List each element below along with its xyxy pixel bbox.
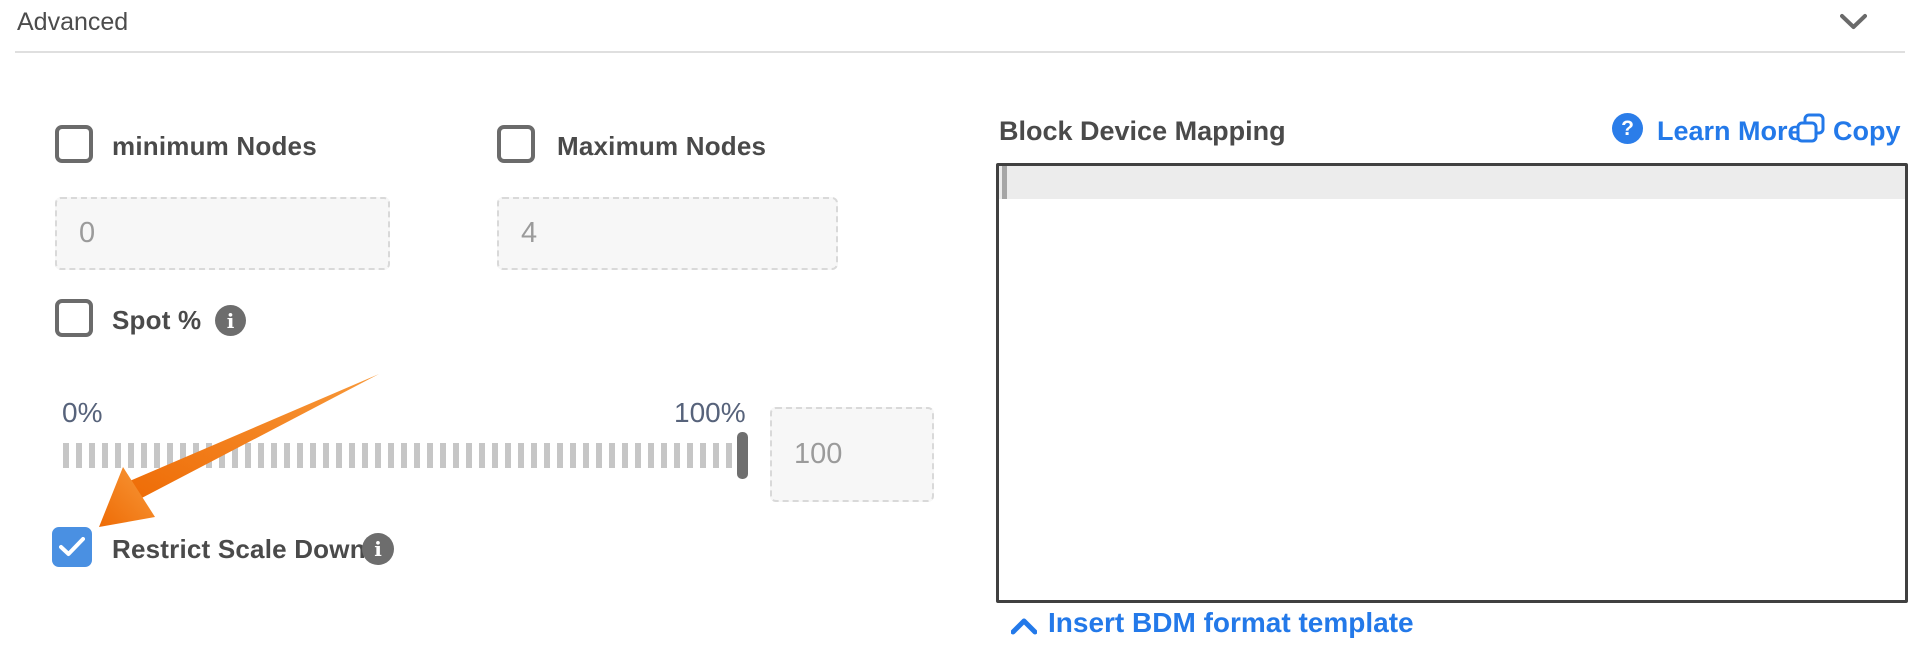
maximum-nodes-label: Maximum Nodes bbox=[557, 131, 767, 161]
chevron-up-icon[interactable] bbox=[1011, 618, 1037, 635]
section-divider bbox=[15, 51, 1905, 53]
editor-cursor bbox=[1002, 166, 1007, 199]
maximum-nodes-checkbox[interactable] bbox=[497, 125, 535, 163]
minimum-nodes-input[interactable] bbox=[55, 197, 390, 270]
bdm-title: Block Device Mapping bbox=[999, 116, 1286, 146]
checkmark-icon bbox=[59, 537, 85, 556]
bdm-editor[interactable] bbox=[996, 163, 1908, 603]
chevron-down-icon[interactable] bbox=[1840, 13, 1867, 31]
minimum-nodes-label: minimum Nodes bbox=[112, 131, 317, 161]
spot-slider-handle[interactable] bbox=[737, 432, 748, 479]
maximum-nodes-input[interactable] bbox=[497, 197, 838, 270]
learn-more-link[interactable]: Learn More bbox=[1657, 116, 1803, 146]
slider-max-label: 100% bbox=[674, 397, 746, 428]
slider-min-label: 0% bbox=[62, 397, 103, 428]
spot-percentage-label: Spot % bbox=[112, 305, 202, 335]
restrict-scale-down-label: Restrict Scale Down bbox=[112, 534, 366, 564]
copy-link[interactable]: Copy bbox=[1833, 116, 1901, 146]
editor-active-line bbox=[999, 166, 1905, 199]
spot-percentage-checkbox[interactable] bbox=[55, 299, 93, 337]
minimum-nodes-checkbox[interactable] bbox=[55, 125, 93, 163]
restrict-scale-down-checkbox[interactable] bbox=[52, 527, 92, 567]
spot-slider-value-input[interactable] bbox=[770, 407, 934, 502]
annotation-arrow bbox=[99, 374, 379, 527]
info-glyph: i bbox=[374, 537, 382, 561]
panel-title: Advanced bbox=[17, 8, 129, 36]
help-icon[interactable]: ? bbox=[1612, 113, 1643, 144]
spot-slider-track[interactable] bbox=[63, 443, 749, 468]
info-glyph: i bbox=[226, 308, 235, 333]
question-glyph: ? bbox=[1621, 116, 1634, 140]
insert-bdm-template-link[interactable]: Insert BDM format template bbox=[1048, 607, 1414, 638]
spot-percentage-info-icon[interactable]: i bbox=[215, 305, 246, 336]
restrict-scale-down-info-icon[interactable]: i bbox=[362, 533, 394, 565]
copy-icon[interactable] bbox=[1796, 113, 1826, 145]
